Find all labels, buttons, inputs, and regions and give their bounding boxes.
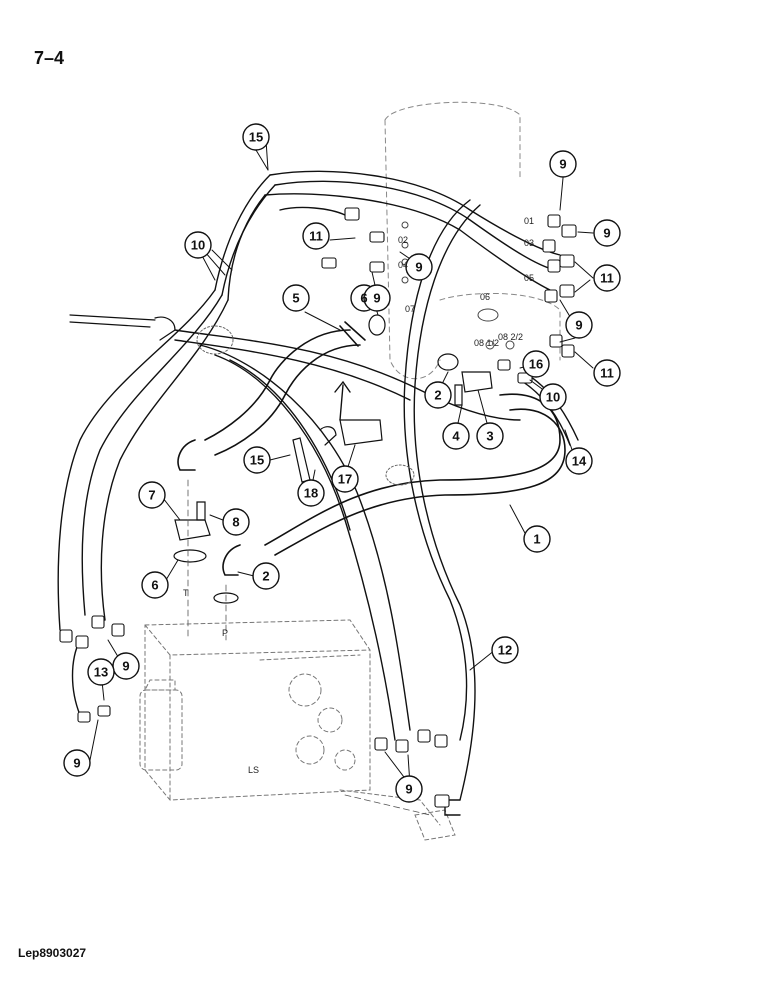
callout-14: 14: [572, 454, 587, 469]
callout-9: 9: [122, 659, 129, 674]
callout-5: 5: [292, 291, 299, 306]
port-label-01: 01: [524, 216, 534, 226]
callout-18: 18: [304, 486, 318, 501]
hose-5: [177, 321, 366, 471]
reference-code: Lep8903027: [18, 946, 87, 960]
callout-15: 15: [249, 130, 263, 145]
fittings: [59, 207, 577, 808]
callout-9: 9: [559, 157, 566, 172]
callout-8: 8: [232, 515, 239, 530]
page-number: 7–4: [34, 48, 65, 68]
port-label-08-2-2: 08 2/2: [498, 332, 523, 342]
port-label-02: 02: [398, 235, 408, 245]
port-label-03: 03: [524, 238, 534, 248]
callout-circles: [63, 123, 621, 803]
hose-1: [222, 393, 566, 576]
control-valve-block: [139, 619, 456, 841]
callout-6: 6: [151, 578, 158, 593]
direction-arrow: [334, 380, 351, 421]
callout-15: 15: [250, 453, 264, 468]
hose-12: [403, 199, 481, 816]
callout-9: 9: [73, 756, 80, 771]
hose-clamp-rings: [196, 325, 415, 486]
valve-port-plate: [401, 221, 515, 350]
callout-11: 11: [600, 366, 614, 381]
callout-17: 17: [338, 472, 352, 487]
valve-housing-outline: [384, 101, 561, 380]
port-label-05: 05: [524, 273, 534, 283]
callout-9: 9: [575, 318, 582, 333]
callout-1: 1: [533, 532, 540, 547]
callout-9: 9: [405, 782, 412, 797]
callout-9: 9: [373, 291, 380, 306]
port-label-07: 07: [405, 304, 415, 314]
callout-9: 9: [415, 260, 422, 275]
port-label-04: 04: [398, 260, 408, 270]
port-label-ls: LS: [248, 765, 259, 775]
port-label-p: P: [222, 628, 228, 638]
port-label-06: 06: [480, 292, 490, 302]
port-labels: 01 02 03 04 05 06 07 08 1/2 08 2/2 T P L…: [183, 216, 534, 775]
port-label-t: T: [183, 588, 189, 598]
callout-10: 10: [546, 390, 560, 405]
callout-9: 9: [603, 226, 610, 241]
callout-13: 13: [94, 665, 108, 680]
callout-12: 12: [498, 643, 512, 658]
callout-11: 11: [600, 271, 614, 286]
callout-7: 7: [148, 488, 155, 503]
callout-6: 6: [360, 291, 367, 306]
center-lines: [187, 479, 431, 816]
callout-3: 3: [486, 429, 493, 444]
port-label-08-1-2: 08 1/2: [474, 338, 499, 348]
callout-10: 10: [191, 238, 205, 253]
hose-bundle-10: [214, 170, 561, 301]
callout-11: 11: [309, 229, 323, 244]
callout-2: 2: [262, 569, 269, 584]
cylinder-rod: [69, 314, 176, 341]
callout-4: 4: [452, 429, 460, 444]
callout-2: 2: [434, 388, 441, 403]
callout-labels: 15 9 9 10 11 9 11 5 6 9 9 16 11 2 10 4 3…: [73, 130, 613, 797]
callout-16: 16: [529, 357, 543, 372]
